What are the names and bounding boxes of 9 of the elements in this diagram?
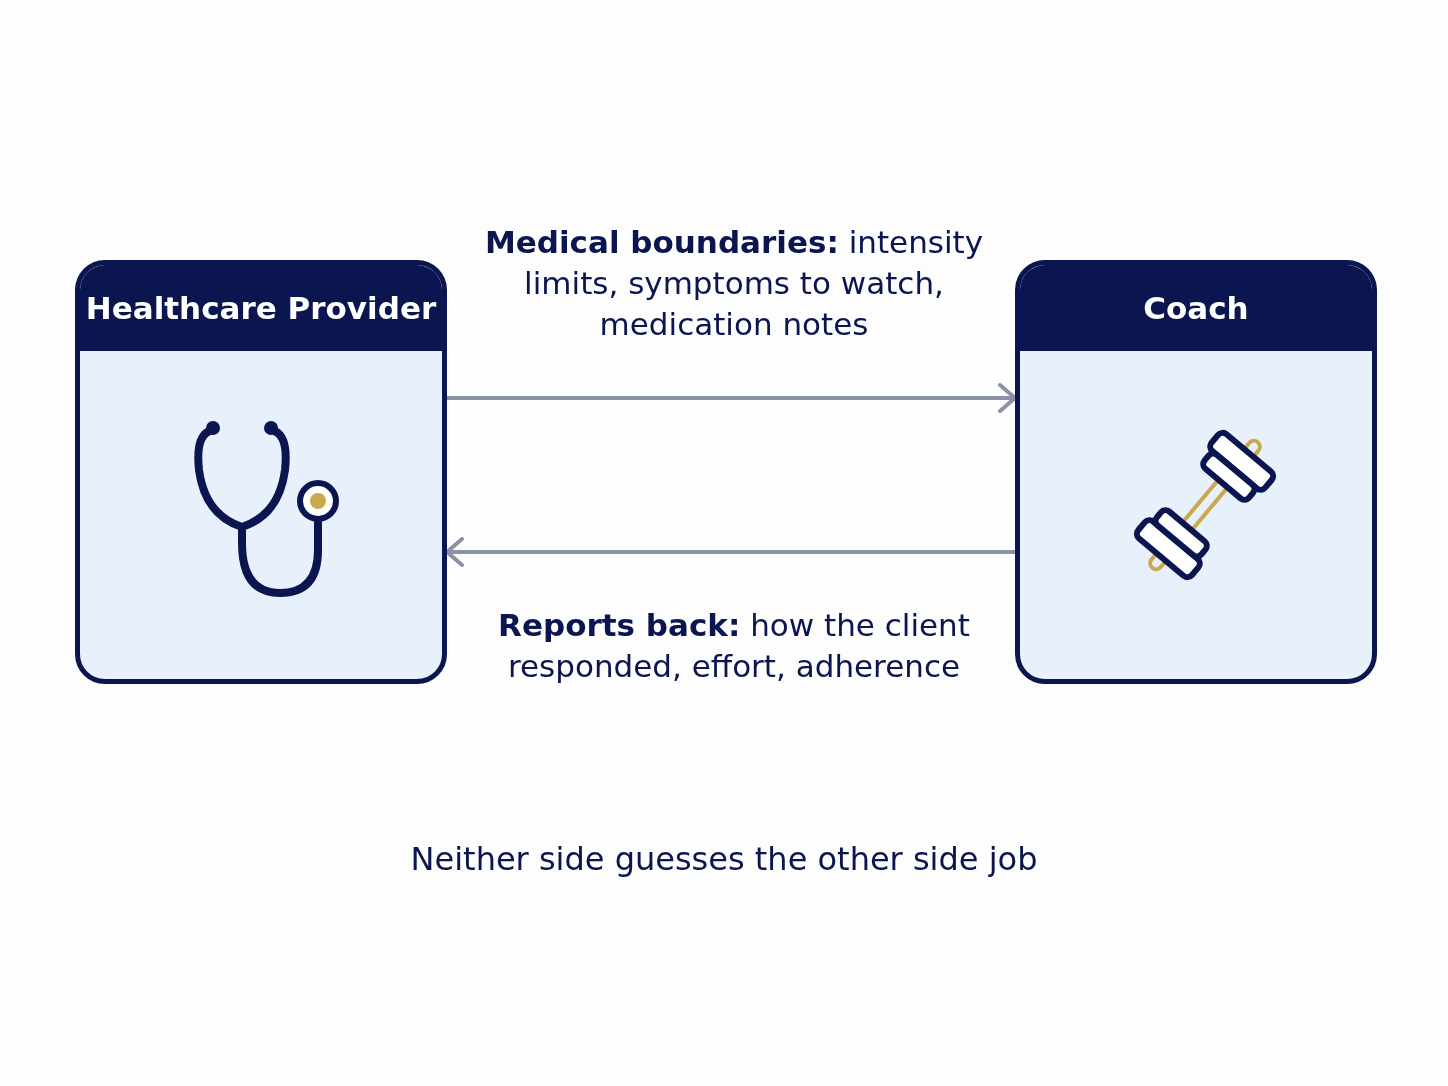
arrow	[445, 383, 1017, 413]
arrow	[445, 537, 1017, 567]
card-header: Healthcare Provider	[80, 265, 442, 351]
role-card	[75, 260, 447, 684]
card-header: Coach	[1020, 265, 1372, 351]
role-card	[1015, 260, 1377, 684]
edge-label: Reports back: how the client responded, effort, adherence	[497, 606, 971, 686]
caption: Neither side guesses the other side job	[410, 840, 1038, 878]
edge-label: Medical boundaries: intensity limits, symptoms to watch, medication notes	[483, 223, 985, 344]
